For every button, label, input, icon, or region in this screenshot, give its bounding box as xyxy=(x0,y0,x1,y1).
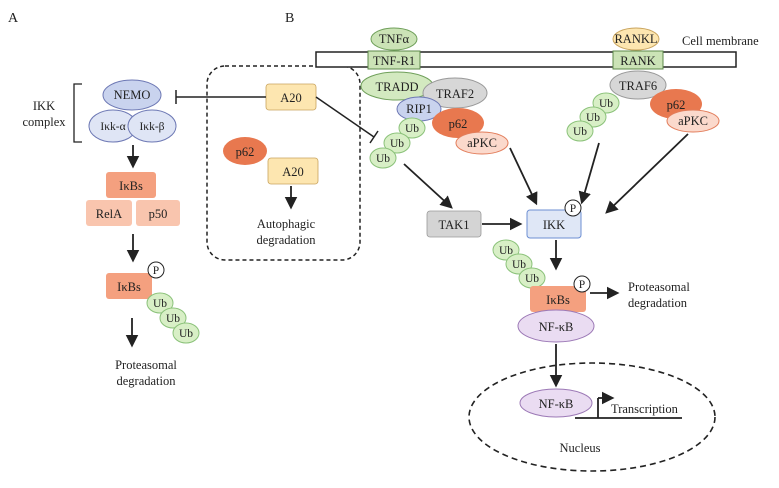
apkc-label-tnf: aPKC xyxy=(467,136,497,150)
proteasomal-label-a-1: Proteasomal xyxy=(115,358,177,372)
phospho-icon-ikk xyxy=(564,199,582,217)
p50-label: p50 xyxy=(149,207,168,221)
traf2-node xyxy=(422,77,488,109)
ikk-complex-label-1: IKK xyxy=(33,99,55,113)
tak1-node xyxy=(426,210,482,238)
ub-label-tnf1: Ub xyxy=(405,123,419,135)
ub-label-rank3: Ub xyxy=(573,126,587,138)
ikk-complex-bracket xyxy=(73,83,82,143)
ikbs-label-center: IκBs xyxy=(546,293,570,307)
ub-label-c2: Ub xyxy=(512,259,526,271)
traf6-node xyxy=(609,70,667,100)
arrow-apkc-to-ikk xyxy=(509,147,538,206)
cell-membrane-label: Cell membrane xyxy=(682,34,759,48)
nucleus-boundary xyxy=(468,362,716,472)
ub-node-a1 xyxy=(146,292,174,314)
phospho-label-ikk: P xyxy=(570,203,576,215)
ub-node-rank3 xyxy=(566,120,594,142)
apkc-node-tnf xyxy=(455,131,509,155)
ikk-beta-node xyxy=(127,109,177,143)
a20-bottom-node xyxy=(267,157,319,185)
ub-label-rank2: Ub xyxy=(586,112,600,124)
ub-node-a2 xyxy=(159,307,187,329)
nfkb-node xyxy=(517,309,595,343)
ub-label-a2: Ub xyxy=(166,313,180,325)
tradd-label: TRADD xyxy=(375,80,418,94)
nfkb-label-nucleus: NF-κB xyxy=(539,397,574,411)
p62-label-tnf: p62 xyxy=(449,117,468,131)
apkc-node-rank xyxy=(666,109,720,133)
phospho-label-a: P xyxy=(153,265,159,277)
phospho-label-center: P xyxy=(579,279,585,291)
p62-node-tnf xyxy=(432,108,484,138)
rela-label: RelA xyxy=(96,207,122,221)
nucleus-label: Nucleus xyxy=(560,441,601,455)
autophagic-label-2: degradation xyxy=(256,233,316,247)
ikbs-node xyxy=(106,172,156,198)
apkc-label-rank: aPKC xyxy=(678,114,708,128)
ub-node-tnf3 xyxy=(369,147,397,169)
rank-label: RANK xyxy=(620,54,655,68)
ub-label-c1: Ub xyxy=(499,245,513,257)
ub-label-rank1: Ub xyxy=(599,98,613,110)
nemo-node xyxy=(102,79,162,111)
nfkb-node-nucleus xyxy=(519,388,593,418)
proteasomal-label-a-2: degradation xyxy=(116,374,176,388)
traf2-label: TRAF2 xyxy=(436,87,474,101)
ub-label-a1: Ub xyxy=(153,298,167,310)
ikbs-phospho-label: IκBs xyxy=(117,280,141,294)
nfkb-label: NF-κB xyxy=(539,320,574,334)
inhibit-a20-ub xyxy=(315,96,375,138)
p62-node-box xyxy=(223,137,267,165)
phospho-icon-a xyxy=(147,261,165,279)
panel-label-b: B xyxy=(285,11,294,26)
ub-label-tnf3: Ub xyxy=(376,153,390,165)
ikk-alpha-label: Iκk-α xyxy=(100,121,125,133)
arrow-rank-ub-to-ikk xyxy=(578,142,600,205)
ikbs-phospho-node xyxy=(106,273,152,299)
tnfa-label: TNFα xyxy=(379,32,410,46)
tak1-label: TAK1 xyxy=(439,218,470,232)
a20-top-label: A20 xyxy=(280,91,302,105)
ikk-node xyxy=(526,209,582,239)
p50-node xyxy=(136,200,180,226)
proteasomal-label-b-2: degradation xyxy=(628,296,688,310)
ub-node-tnf2 xyxy=(383,132,411,154)
phospho-icon-center xyxy=(573,275,591,293)
transcription-label: Transcription xyxy=(611,402,679,416)
ub-node-a3 xyxy=(172,322,200,344)
proteasomal-label-b-1: Proteasomal xyxy=(628,280,690,294)
rankl-label: RANKL xyxy=(614,32,657,46)
ikk-complex-label-2: complex xyxy=(22,115,66,129)
rela-node xyxy=(86,200,132,226)
panel-label-a: A xyxy=(8,11,19,26)
ub-label-c3: Ub xyxy=(525,273,539,285)
inhibit-bar-ub xyxy=(369,130,379,144)
ikbs-label: IκBs xyxy=(119,179,143,193)
arrow-rank-apkc-to-ikk xyxy=(605,133,689,214)
tnfa-node xyxy=(370,27,418,51)
p62-label-rank: p62 xyxy=(667,98,686,112)
tnfr1-label: TNF-R1 xyxy=(373,54,415,68)
tnfr1-node xyxy=(367,50,421,70)
rank-node xyxy=(612,50,664,70)
ikk-beta-label: Iκk-β xyxy=(139,121,164,133)
ikbs-node-center xyxy=(530,286,586,312)
traf6-label: TRAF6 xyxy=(619,79,657,93)
nemo-label: NEMO xyxy=(114,88,151,102)
rankl-node xyxy=(612,27,660,51)
ub-node-tnf1 xyxy=(398,117,426,139)
ikk-label: IKK xyxy=(543,218,565,232)
arrow-ub-to-tak1 xyxy=(403,163,453,209)
ub-label-a3: Ub xyxy=(179,328,193,340)
ub-label-tnf2: Ub xyxy=(390,138,404,150)
a20-dashed-box xyxy=(206,65,361,261)
rip1-label: RIP1 xyxy=(406,102,432,116)
a20-bottom-label: A20 xyxy=(282,165,304,179)
autophagic-label-1: Autophagic xyxy=(257,217,316,231)
p62-label-box: p62 xyxy=(236,145,255,159)
